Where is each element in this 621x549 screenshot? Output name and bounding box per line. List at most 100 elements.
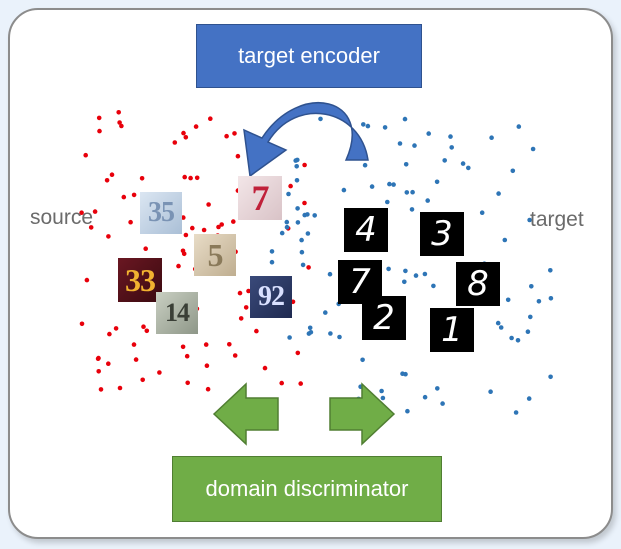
target-point — [529, 284, 534, 289]
target-point — [299, 237, 304, 243]
source-point — [193, 124, 199, 129]
source-point — [246, 288, 251, 294]
target-point — [397, 141, 403, 146]
target-label: target — [530, 208, 584, 231]
target-point — [323, 310, 328, 315]
target-point — [404, 190, 410, 195]
source-point — [92, 209, 98, 214]
source-point — [235, 153, 241, 159]
source-point — [232, 131, 237, 136]
source-point — [83, 152, 88, 158]
target-point — [405, 408, 410, 414]
source-point — [180, 344, 186, 350]
target-encoder-label: target encoder — [238, 43, 380, 68]
source-point — [98, 387, 104, 392]
source-point — [109, 172, 115, 177]
target-image-8: 8 — [456, 262, 500, 306]
target-point — [380, 395, 386, 401]
target-point — [425, 198, 431, 203]
target-point — [426, 131, 432, 136]
source-point — [194, 175, 200, 181]
target-point — [530, 146, 536, 152]
source-point — [106, 361, 111, 367]
source-point — [219, 222, 224, 227]
target-point — [403, 371, 408, 377]
target-point — [495, 320, 501, 326]
source-point — [232, 353, 238, 358]
source-point — [206, 202, 211, 207]
target-point — [361, 122, 366, 127]
target-point — [489, 135, 494, 140]
target-point — [526, 396, 532, 401]
source-point — [88, 225, 94, 230]
target-point — [431, 283, 436, 289]
target-point — [548, 268, 553, 273]
source-point — [231, 219, 236, 224]
target-point — [341, 187, 347, 193]
source-point — [205, 386, 211, 392]
curved-blue-arrow — [243, 102, 369, 178]
green-arrow-right — [329, 382, 396, 446]
source-point — [143, 246, 148, 251]
target-point — [385, 199, 390, 205]
green-arrow-left — [212, 382, 279, 446]
source-point — [224, 133, 229, 139]
target-point — [391, 182, 396, 187]
source-point — [116, 110, 121, 115]
source-point — [96, 115, 102, 121]
target-point — [515, 338, 521, 343]
target-point — [410, 189, 415, 195]
target-point — [409, 207, 415, 212]
source-label: source — [30, 206, 94, 229]
source-point — [182, 174, 187, 180]
target-point — [318, 116, 323, 122]
source-point — [79, 210, 84, 215]
source-point — [96, 369, 101, 374]
target-point — [422, 271, 428, 277]
target-point — [293, 158, 299, 163]
source-point — [139, 176, 145, 181]
target-point — [328, 331, 333, 336]
source-point — [113, 326, 119, 331]
target-point — [294, 164, 300, 169]
source-point — [131, 192, 137, 198]
source-image-92: 92 — [250, 276, 292, 318]
source-image-35: 35 — [140, 192, 182, 234]
target-point — [302, 212, 308, 218]
source-point — [238, 316, 244, 321]
target-point — [269, 249, 275, 254]
source-image-5: 5 — [194, 234, 236, 276]
domain-discriminator-box: domain discriminator — [172, 456, 442, 522]
target-point — [448, 134, 453, 139]
source-point — [128, 219, 133, 225]
target-point — [269, 259, 275, 265]
target-point — [505, 297, 511, 303]
target-point — [403, 268, 408, 274]
source-point — [172, 140, 178, 145]
source-point — [306, 265, 311, 270]
target-image-2: 2 — [362, 296, 406, 340]
target-point — [548, 296, 554, 301]
target-point — [422, 394, 428, 400]
target-point — [502, 237, 508, 243]
target-point — [365, 123, 371, 129]
target-point — [466, 165, 471, 171]
domain-discriminator-label: domain discriminator — [205, 476, 409, 501]
target-point — [402, 116, 408, 122]
source-point — [183, 135, 189, 140]
target-point — [525, 329, 531, 335]
target-point — [528, 314, 533, 320]
target-encoder-box: target encoder — [196, 24, 422, 88]
source-point — [204, 363, 210, 369]
target-point — [294, 178, 300, 183]
source-point — [140, 377, 145, 383]
source-point — [237, 290, 243, 296]
source-point — [131, 342, 137, 347]
target-point — [279, 230, 285, 236]
target-point — [295, 206, 300, 211]
target-point — [307, 325, 313, 331]
target-point — [305, 231, 311, 236]
target-point — [510, 168, 516, 174]
